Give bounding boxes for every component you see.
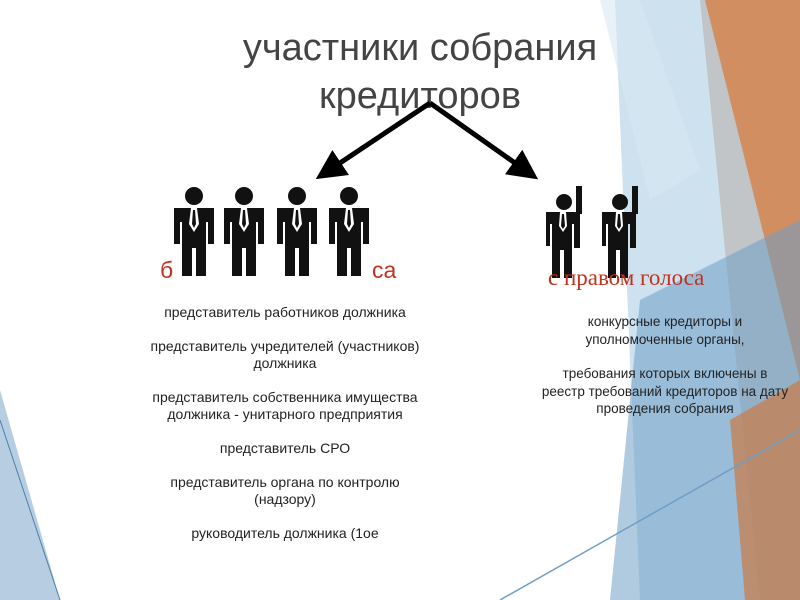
person-with-tie-icon: [174, 187, 214, 276]
page-title: участники собрания кредиторов: [150, 24, 690, 120]
person-with-tie-icon: [277, 187, 317, 276]
advisory-heading-start: б: [160, 257, 174, 283]
arrow-right: [428, 100, 539, 180]
people-group-advisory: [174, 187, 369, 276]
person-with-tie-icon: [329, 187, 369, 276]
list-item: представитель органа по контролю (надзор…: [170, 474, 400, 507]
voting-participants-list: конкурсные кредиторы и уполномоченные ор…: [540, 313, 790, 435]
arrow-left: [315, 100, 432, 180]
thin-diagonal-line: [499, 429, 800, 600]
list-item: руководитель должника (1ое: [191, 525, 379, 541]
advisory-participants-list: представитель работников должника предст…: [150, 304, 420, 559]
list-item: представитель СРО: [219, 440, 351, 456]
list-item: представитель учредителей (участников) д…: [150, 338, 420, 371]
list-item: представитель работников должника: [164, 304, 406, 320]
list-item: требования которых включены в реестр тре…: [541, 366, 789, 416]
left-thin-line: [0, 419, 61, 600]
left-blue-triangle: [0, 390, 60, 600]
advisory-heading-end: са: [372, 257, 397, 283]
list-item: конкурсные кредиторы и уполномоченные ор…: [585, 314, 745, 347]
orange-band-low: [730, 380, 800, 600]
list-item: представитель собственника имущества дол…: [152, 389, 418, 422]
title-line-1: участники собрания: [242, 27, 598, 69]
person-with-tie-icon: [224, 187, 264, 276]
blue-band-top: [600, 0, 700, 200]
voting-heading: с правом голоса: [548, 265, 705, 290]
